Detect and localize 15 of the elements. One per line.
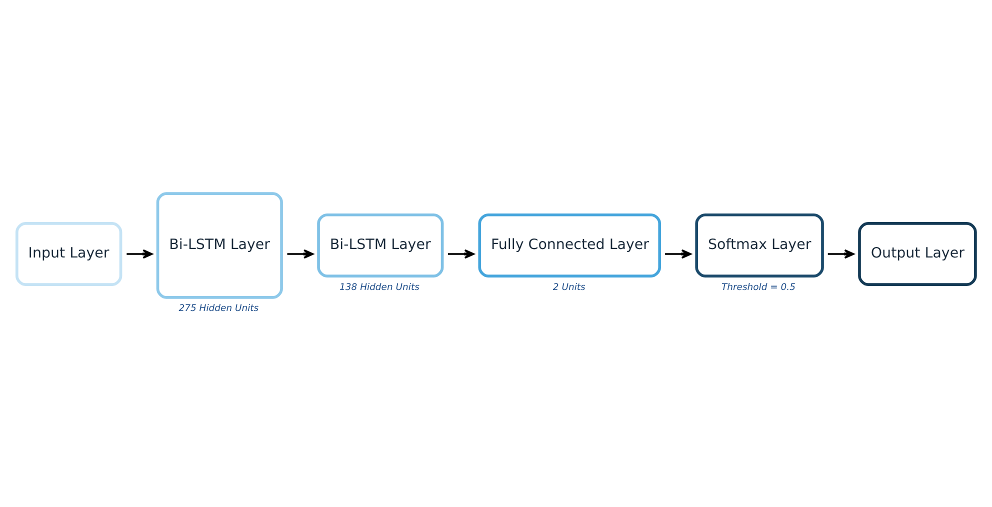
arrow	[287, 248, 314, 258]
node-label: 275 Hidden Units	[178, 302, 259, 314]
node-label: Threshold = 0.5	[721, 281, 796, 292]
arrow	[828, 248, 854, 258]
node-box: Bi-LSTM Layer	[317, 212, 444, 277]
node-box: Softmax Layer	[695, 212, 824, 277]
node-box: Output Layer	[858, 221, 977, 286]
arrow	[126, 248, 153, 258]
node-box: Fully Connected Layer	[478, 212, 662, 277]
node-label: 2 Units	[552, 281, 586, 292]
node-box: Bi-LSTM Layer	[156, 192, 283, 298]
node-box: Input Layer	[15, 221, 122, 286]
arrow	[665, 248, 692, 258]
arrow	[448, 248, 474, 258]
node-label: 138 Hidden Units	[340, 281, 420, 292]
